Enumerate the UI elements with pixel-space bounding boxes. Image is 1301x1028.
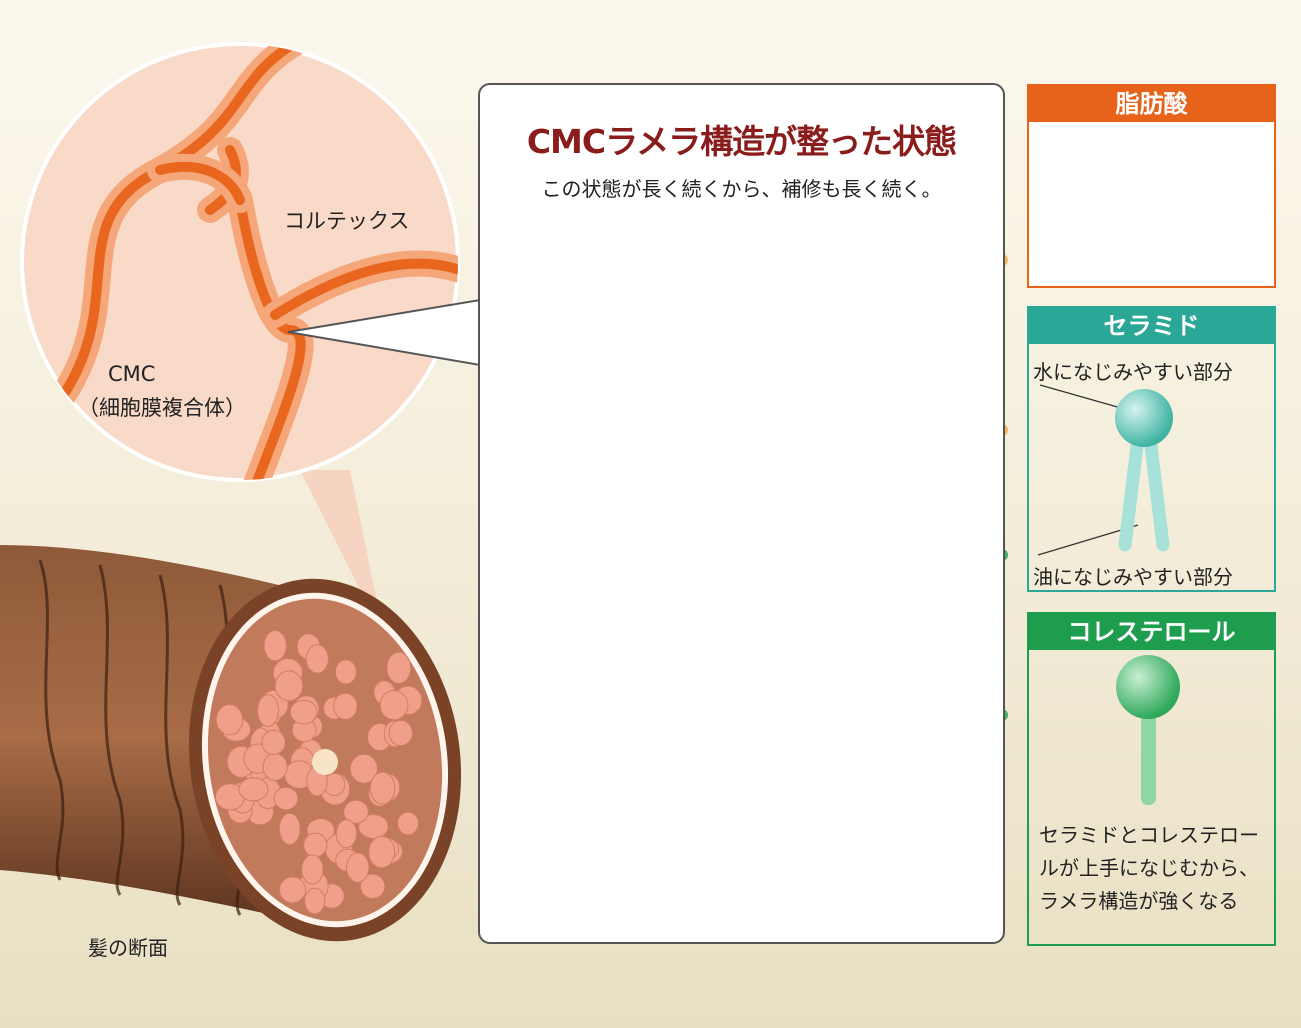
cholesterol-molecule <box>1116 655 1180 805</box>
cortex-cell <box>358 814 389 839</box>
cortex-cell <box>359 873 386 899</box>
cortex-cells <box>215 630 423 915</box>
cortex-cell <box>379 690 409 721</box>
cortex-cell <box>346 852 370 883</box>
cortex-cell <box>262 752 288 781</box>
cortex-cell <box>305 644 329 674</box>
panel-title: CMCラメラ構造が整った状態 <box>526 122 957 161</box>
ceramide-molecule <box>1037 384 1173 556</box>
hair-cross-section <box>0 545 462 942</box>
cortex-cell <box>263 630 287 662</box>
cortex-cell <box>349 753 378 784</box>
legend-ceramide: セラミド 水になじみやすい部分 油になじみやすい部分 <box>1027 306 1276 592</box>
cortex-cell <box>261 729 286 756</box>
cortex-cell <box>215 704 244 736</box>
cortex-cell <box>238 777 269 802</box>
cortex-cell <box>397 811 419 836</box>
cortex-cell <box>303 832 328 858</box>
cortex-cell <box>273 786 299 811</box>
cortex-cell <box>278 812 301 845</box>
cortex-cell <box>369 771 396 805</box>
cortex-cell <box>335 819 358 849</box>
cortex-cell <box>343 799 369 824</box>
cortex-cell <box>289 699 318 725</box>
cmc-label: CMC <box>108 362 156 386</box>
cortex-cell <box>257 694 279 728</box>
cholesterol-title: コレステロール <box>1029 614 1274 650</box>
fatty-acid-title: 脂肪酸 <box>1029 86 1274 122</box>
cmc-full-label: （細胞膜複合体） <box>78 396 246 420</box>
legend-fatty-acid: 脂肪酸 <box>1027 84 1276 288</box>
cortex-cell <box>301 854 324 885</box>
magnifier-circle <box>20 42 460 482</box>
cortex-cell <box>386 651 412 685</box>
cortex-cell <box>388 719 413 747</box>
panel-subtitle: この状態が長く続くから、補修も長く続く。 <box>541 177 942 201</box>
hydrophilic-label: 水になじみやすい部分 <box>1033 360 1233 384</box>
lamellar-panel: CMCラメラ構造が整った状態 この状態が長く続くから、補修も長く続く。 <box>478 83 1005 944</box>
hair-caption: 髪の断面 <box>88 936 168 960</box>
cortex-cell <box>333 692 358 720</box>
cortex-cell <box>274 670 304 702</box>
cortex-cell <box>334 659 357 685</box>
cholesterol-description: セラミドとコレステロールが上手になじむから、ラメラ構造が強くなる <box>1039 823 1259 913</box>
cortex-label: コルテックス <box>284 209 410 233</box>
cortex-cell <box>304 887 326 915</box>
cortex-cell <box>368 835 396 869</box>
ceramide-title: セラミド <box>1029 308 1274 344</box>
legend-cholesterol: コレステロール セラミドとコレステロールが上手になじむから、ラメラ構造が強くなる <box>1027 612 1276 946</box>
cortex-cell <box>278 876 306 904</box>
lipophilic-label: 油になじみやすい部分 <box>1033 565 1233 589</box>
